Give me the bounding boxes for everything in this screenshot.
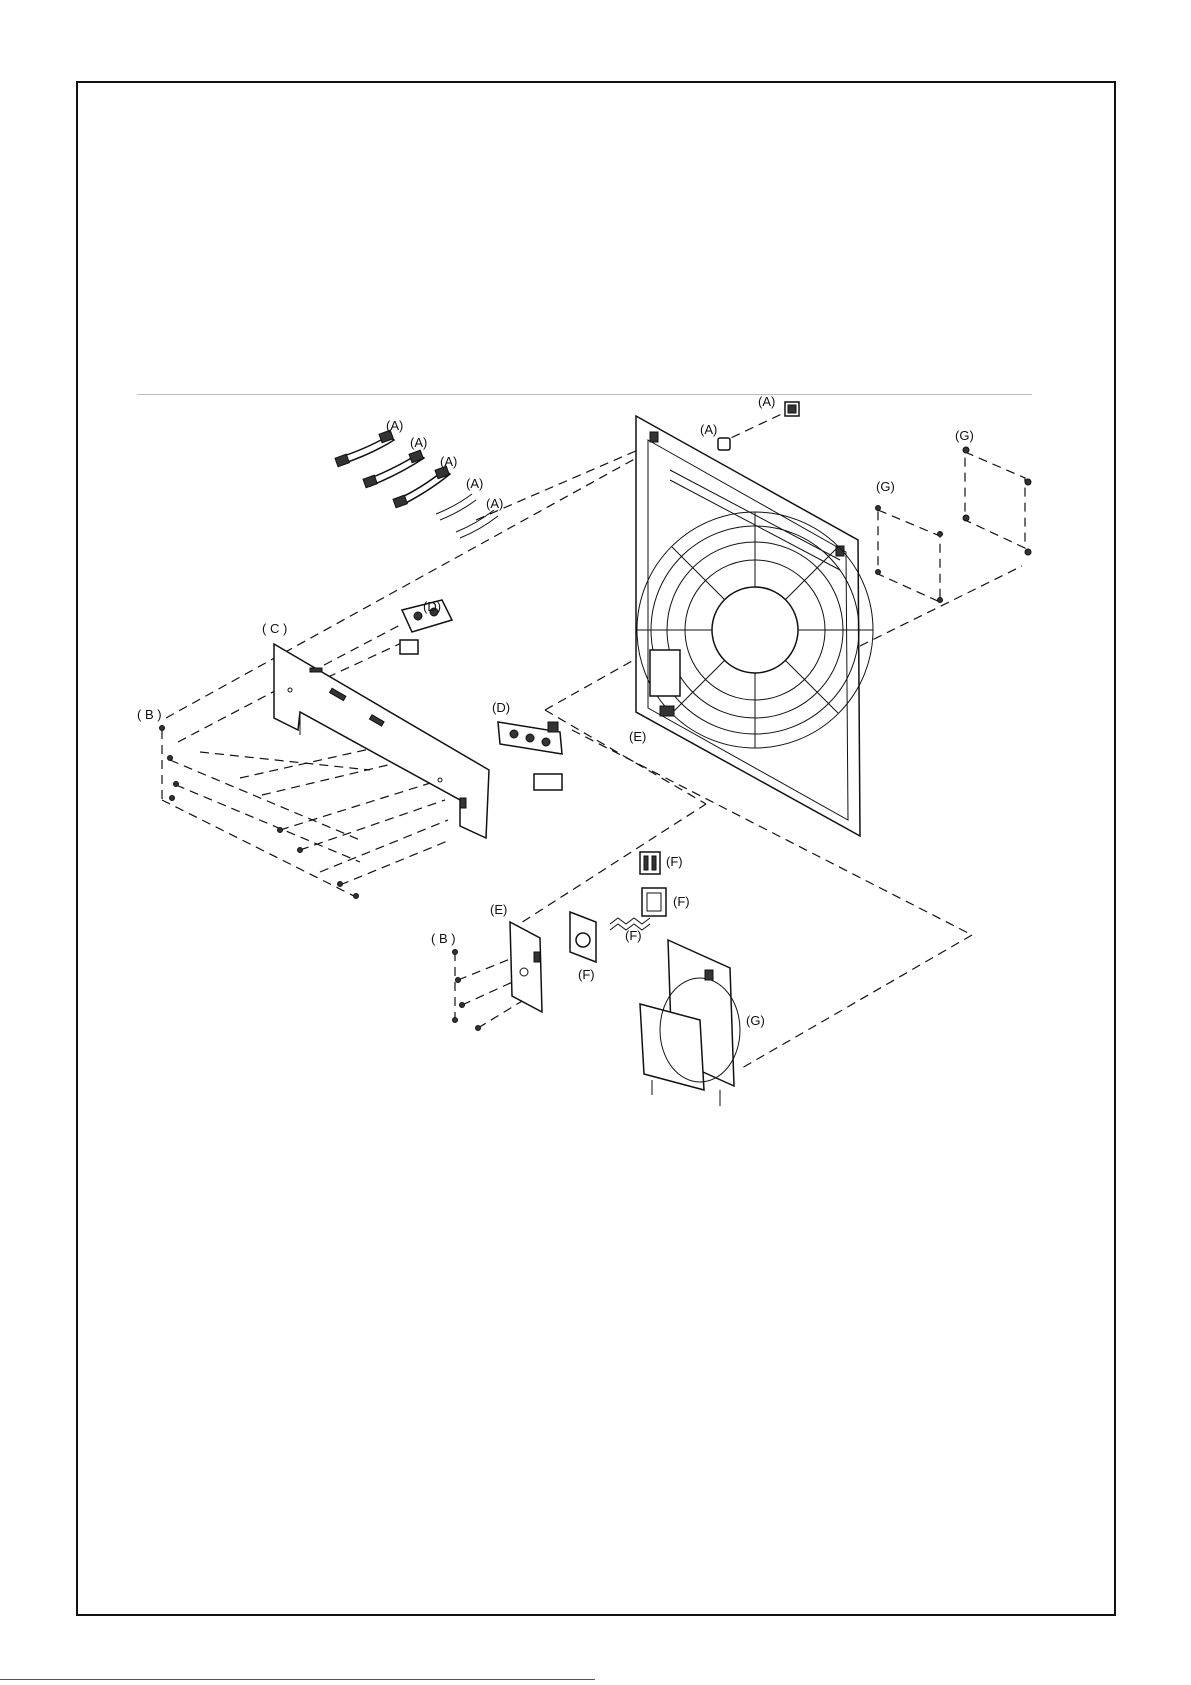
motor-assembly-g	[640, 940, 740, 1106]
connector-d-lower	[498, 722, 562, 790]
label-d-2: (D)	[492, 700, 510, 715]
label-f-2: (F)	[673, 894, 690, 909]
fan-panel	[636, 416, 873, 836]
label-f-4: (F)	[578, 967, 595, 982]
label-a-1: (A)	[758, 394, 775, 409]
label-b-2: ( B )	[431, 931, 456, 946]
label-a-6: (A)	[466, 476, 483, 491]
label-e-2: (E)	[490, 902, 507, 917]
label-a-7: (A)	[486, 496, 503, 511]
label-a-3: (A)	[386, 418, 403, 433]
parts-f	[570, 852, 666, 962]
label-e-1: (E)	[629, 729, 646, 744]
label-f-3: (F)	[625, 928, 642, 943]
board-e	[510, 922, 542, 1012]
label-d-1: (D)	[423, 599, 441, 614]
label-a-5: (A)	[440, 454, 457, 469]
board-c	[274, 644, 489, 838]
label-a-4: (A)	[410, 435, 427, 450]
label-f-1: (F)	[666, 854, 683, 869]
part-a-small-parts	[718, 402, 799, 450]
label-c: ( C )	[262, 621, 287, 636]
label-g-3: (G)	[746, 1013, 765, 1028]
label-g-2: (G)	[876, 479, 895, 494]
label-b-1: ( B )	[137, 707, 162, 722]
label-a-2: (A)	[700, 422, 717, 437]
label-g-1: (G)	[955, 428, 974, 443]
